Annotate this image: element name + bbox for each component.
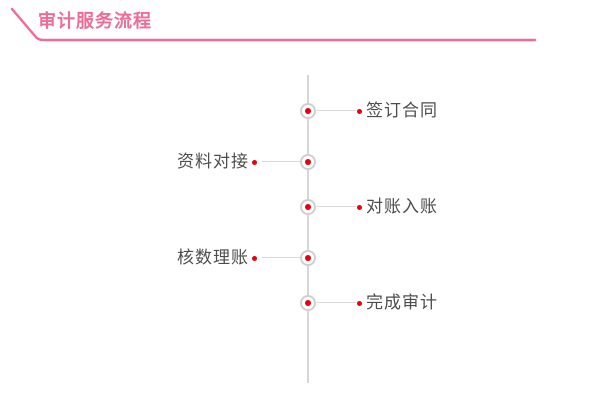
timeline-item-label: 核数理账 [177, 248, 249, 267]
timeline-item-label: 对账入账 [366, 197, 438, 216]
connector-line [262, 257, 300, 258]
timeline-node-icon [300, 199, 316, 215]
connector-line [317, 110, 356, 111]
timeline-node-icon [300, 154, 316, 170]
timeline-node-icon [300, 295, 316, 311]
connector-line [317, 302, 356, 303]
label-bullet-icon [252, 255, 257, 261]
timeline-node-icon [300, 250, 316, 266]
connector-line [317, 206, 356, 207]
timeline-item-label: 完成审计 [366, 293, 438, 312]
red-dot-icon [305, 159, 311, 165]
red-dot-icon [305, 255, 311, 261]
red-dot-icon [305, 108, 311, 114]
page-title: 审计服务流程 [38, 11, 152, 31]
connector-line [262, 161, 300, 162]
timeline-node-icon [300, 103, 316, 119]
title-underline [10, 7, 537, 42]
label-bullet-icon [357, 108, 362, 114]
timeline-item-label: 资料对接 [177, 152, 249, 171]
label-bullet-icon [357, 204, 362, 210]
timeline-item-label: 签订合同 [366, 101, 438, 120]
label-bullet-icon [357, 300, 362, 306]
timeline-axis [307, 75, 309, 383]
label-bullet-icon [252, 159, 257, 165]
red-dot-icon [305, 204, 311, 210]
red-dot-icon [305, 300, 311, 306]
